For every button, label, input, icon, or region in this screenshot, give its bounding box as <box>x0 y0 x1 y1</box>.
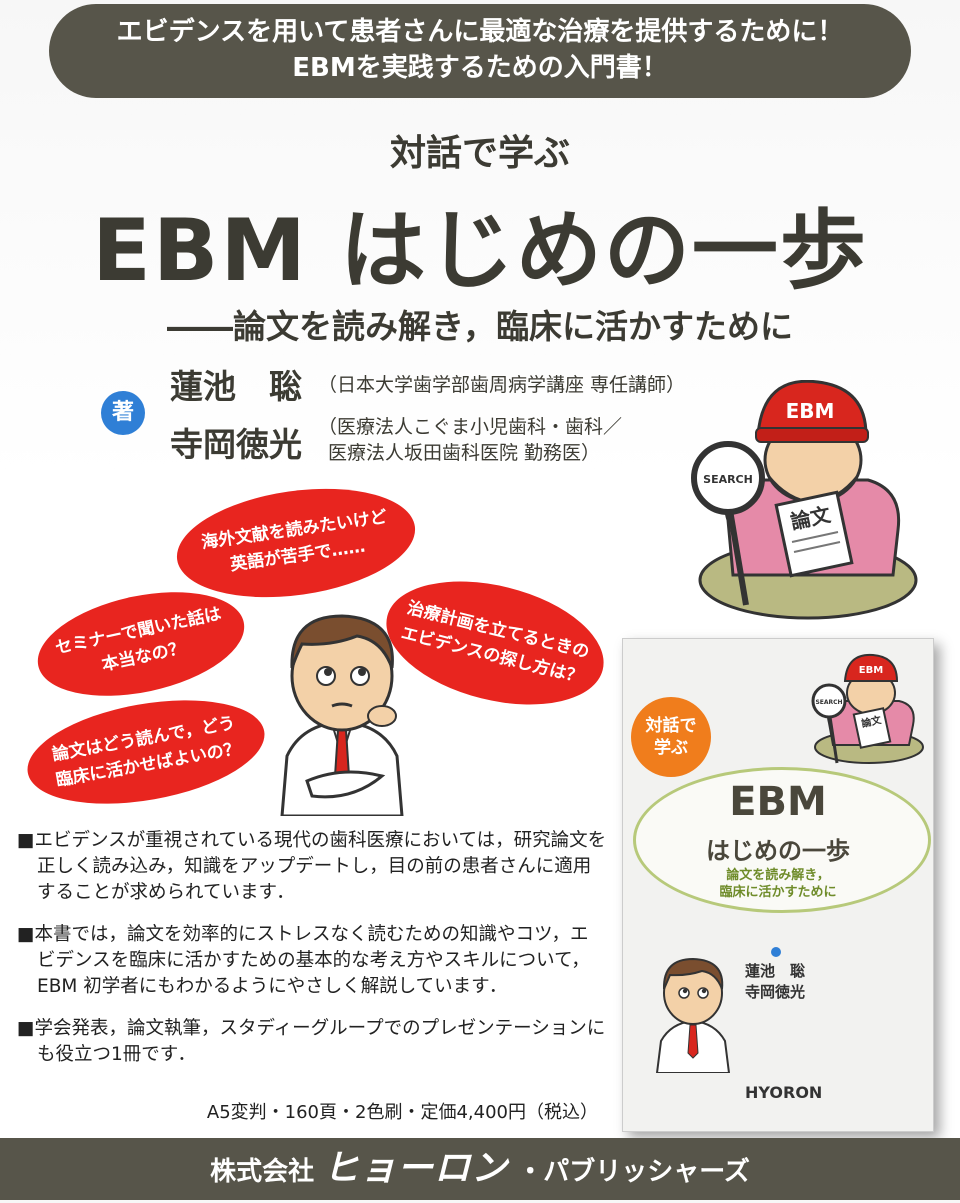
book-talk-line-2: 学ぶ <box>654 738 688 758</box>
book-mascot-illustration: EBM SEARCH 論文 <box>811 653 924 764</box>
footer: 株式会社 ヒョーロン ・パブリッシャーズ <box>0 1138 960 1200</box>
main-title: EBM はじめの一歩 <box>92 201 868 301</box>
banner-line-1: エビデンスを用いて患者さんに最適な治療を提供するために！ <box>116 17 844 47</box>
subtitle: ――論文を読み解き，臨床に活かすために <box>166 307 793 346</box>
banner-line-2: EBMを実践するための入門書！ <box>292 53 668 83</box>
bubble-seminar: セミナーで聞いた話は本当なの？ <box>28 575 254 713</box>
mascot-illustration: EBM SEARCH 論文 <box>691 380 918 620</box>
mascot-hat-text: EBM <box>786 399 835 423</box>
book-dentist-illustration <box>655 957 731 1073</box>
book-subtitle-line-1: 論文を読み解き， <box>726 868 830 883</box>
book-cover: EBM SEARCH 論文 対話で学ぶ EBM はじめの一歩 論文を読み解き， … <box>622 638 934 1132</box>
description-point-3: ■学会発表，論文執筆，スタディーグループでのプレゼンテーションにも役立つ1冊です… <box>17 1018 606 1065</box>
author-affiliation-2-line-2: 医療法人坂田歯科医院 勤務医） <box>328 442 601 464</box>
author-name-1: 蓮池 聡 <box>170 367 302 406</box>
book-mascot-hat-text: EBM <box>859 665 883 676</box>
footer-brand: ヒョーロン <box>323 1148 509 1189</box>
bubble-foreign-papers: 海外文献を読みたいけど英語が苦手で…… <box>169 474 423 612</box>
author-badge: 著 <box>101 391 145 435</box>
book-title-oval <box>633 767 931 913</box>
author-name-2: 寺岡徳光 <box>170 425 302 464</box>
book-talk-badge: 対話で学ぶ <box>631 697 711 777</box>
book-mascot-lens-text: SEARCH <box>815 699 842 706</box>
description-point-2: ■本書では，論文を効率的にストレスなく読むための知識やコツ，エビデンスを臨床に活… <box>17 924 590 997</box>
book-author-2: 寺岡徳光 <box>745 983 806 1001</box>
book-subtitle-line-2: 臨床に活かすために <box>719 885 837 900</box>
book-specs: A5変判・160頁・2色刷・定価4,400円（税込） <box>206 1102 598 1123</box>
author-affiliation-1: （日本大学歯学部歯周病学講座 専任講師） <box>318 374 686 396</box>
book-authors: 蓮池 聡 寺岡徳光 <box>745 961 805 1003</box>
book-publisher: HYORON <box>745 1083 823 1102</box>
description: ■エビデンスが重視されている現代の歯科医療においては，研究論文を正しく読み込み，… <box>17 828 607 1084</box>
book-author-1: 蓮池 聡 <box>745 962 806 980</box>
description-point-1: ■エビデンスが重視されている現代の歯科医療においては，研究論文を正しく読み込み，… <box>17 830 607 903</box>
footer-prefix: 株式会社 <box>210 1157 315 1187</box>
top-banner: エビデンスを用いて患者さんに最適な治療を提供するために！ EBMを実践するための… <box>49 4 911 98</box>
bubble-how-to-read: 論文はどう読んで，どう臨床に活かせばよいの？ <box>19 683 273 821</box>
book-talk-line-1: 対話で <box>645 716 697 736</box>
title-kicker: 対話で学ぶ <box>389 133 570 174</box>
author-affiliation-2: （医療法人こぐま小児歯科・歯科／ 医療法人坂田歯科医院 勤務医） <box>318 414 622 466</box>
dentist-illustration <box>280 614 404 816</box>
book-title-main: はじめの一歩 <box>706 837 850 865</box>
mascot-lens-text: SEARCH <box>703 473 753 486</box>
book-author-badge <box>771 947 781 957</box>
footer-suffix: ・パブリッシャーズ <box>517 1157 750 1187</box>
book-mascot-paper-text: 論文 <box>860 713 883 730</box>
book-subtitle: 論文を読み解き， 臨床に活かすために <box>623 867 933 901</box>
author-affiliation-2-line-1: （医療法人こぐま小児歯科・歯科／ <box>318 416 623 438</box>
book-title-ebm: EBM <box>729 779 827 825</box>
